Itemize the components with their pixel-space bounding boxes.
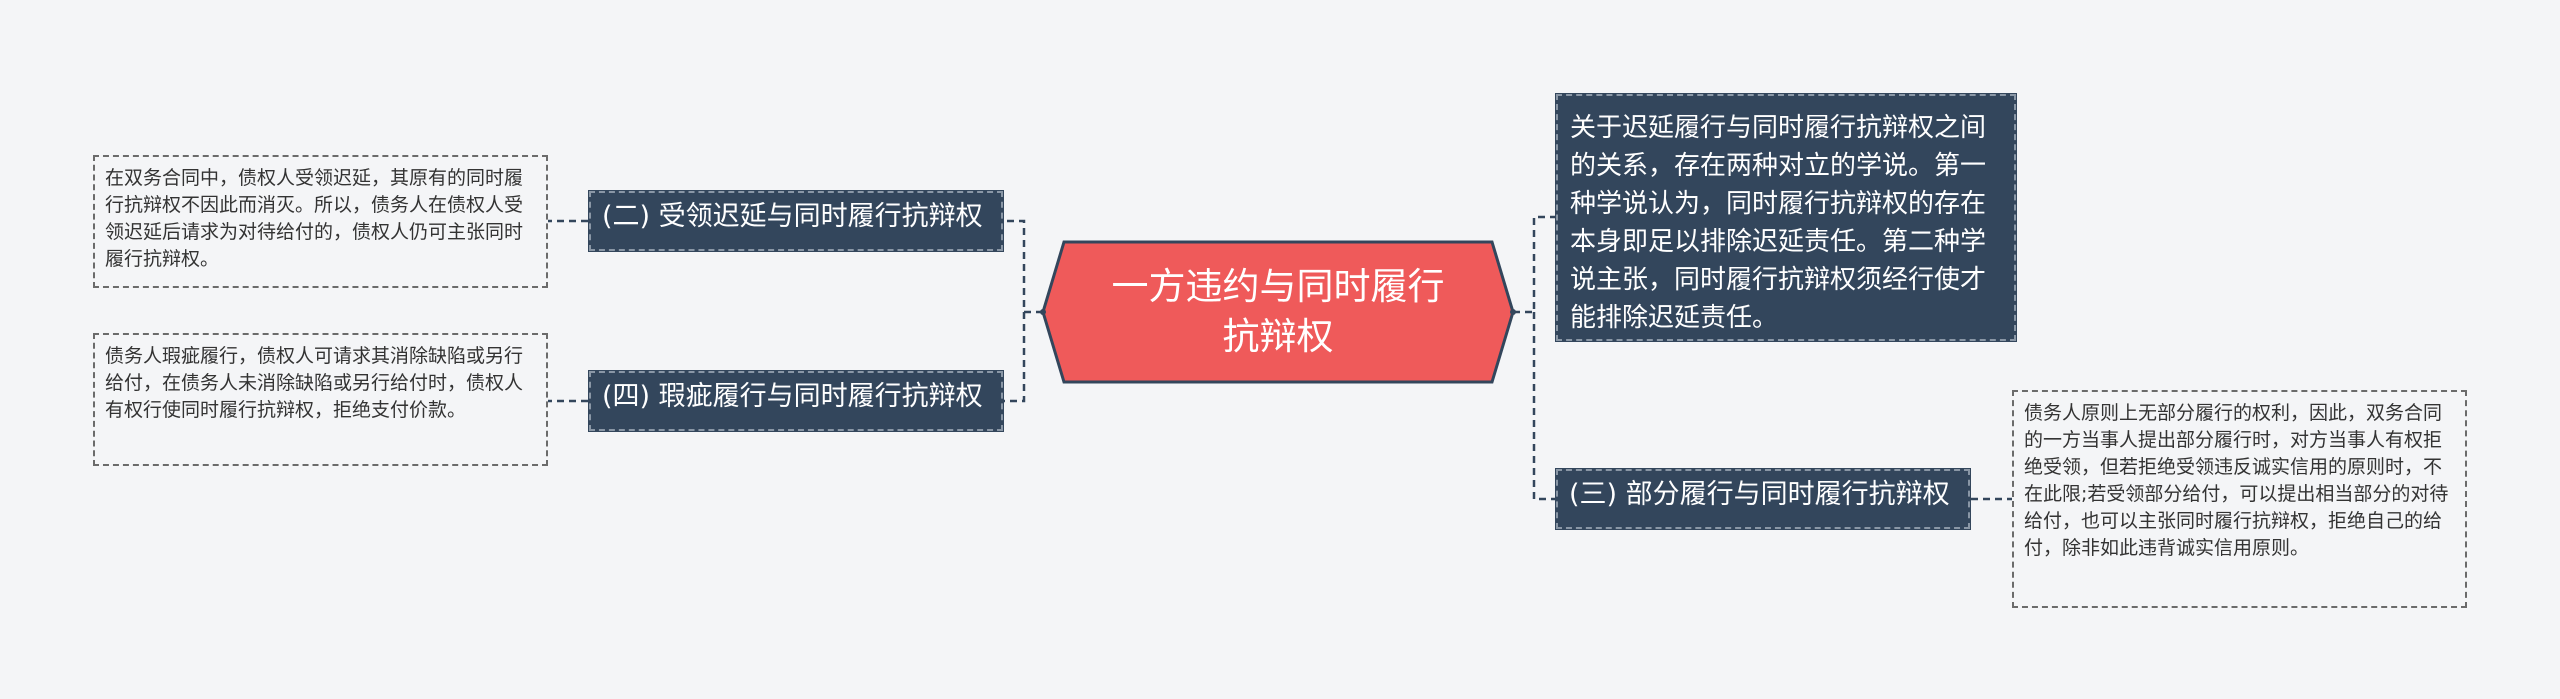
branch-node-defective-performance[interactable]: (四) 瑕疵履行与同时履行抗辩权 — [588, 370, 1004, 432]
center-node-label: 一方违约与同时履行抗辩权 — [1111, 265, 1445, 358]
branch-label: (四) 瑕疵履行与同时履行抗辩权 — [602, 381, 983, 412]
right-description-text: 关于迟延履行与同时履行抗辩权之间的关系，存在两种对立的学说。第一种学说认为，同时… — [1570, 113, 1987, 333]
connector-center-b1 — [1004, 219, 1043, 314]
connector-center-b3 — [1532, 312, 1555, 501]
leaf-node-partial-performance[interactable]: 债务人原则上无部分履行的权利，因此，双务合同的一方当事人提出部分履行时，对方当事… — [2012, 390, 2467, 608]
leaf-text: 在双务合同中，债权人受领迟延，其原有的同时履行抗辩权不因此而消灭。所以，债务人在… — [105, 167, 524, 270]
leaf-node-defective-performance[interactable]: 债务人瑕疵履行，债权人可请求其消除缺陷或另行给付，在债务人未消除缺陷或另行给付时… — [93, 333, 548, 466]
branch-node-partial-performance[interactable]: (三) 部分履行与同时履行抗辩权 — [1555, 468, 1971, 530]
branch-label: (三) 部分履行与同时履行抗辩权 — [1569, 479, 1950, 510]
connector-dot — [1040, 309, 1046, 315]
branch-label: (二) 受领迟延与同时履行抗辩权 — [602, 201, 983, 232]
center-node[interactable]: 一方违约与同时履行抗辩权 — [1043, 242, 1513, 382]
leaf-text: 债务人原则上无部分履行的权利，因此，双务合同的一方当事人提出部分履行时，对方当事… — [2024, 402, 2449, 559]
right-description-node[interactable]: 关于迟延履行与同时履行抗辩权之间的关系，存在两种对立的学说。第一种学说认为，同时… — [1555, 93, 2017, 342]
connector-center-right-desc — [1513, 215, 1555, 314]
connector-dot — [1510, 309, 1516, 315]
leaf-node-delay-acceptance[interactable]: 在双务合同中，债权人受领迟延，其原有的同时履行抗辩权不因此而消灭。所以，债务人在… — [93, 155, 548, 288]
leaf-text: 债务人瑕疵履行，债权人可请求其消除缺陷或另行给付，在债务人未消除缺陷或另行给付时… — [105, 345, 524, 421]
connector-center-b2 — [1004, 312, 1026, 403]
branch-node-delay-acceptance[interactable]: (二) 受领迟延与同时履行抗辩权 — [588, 190, 1004, 252]
